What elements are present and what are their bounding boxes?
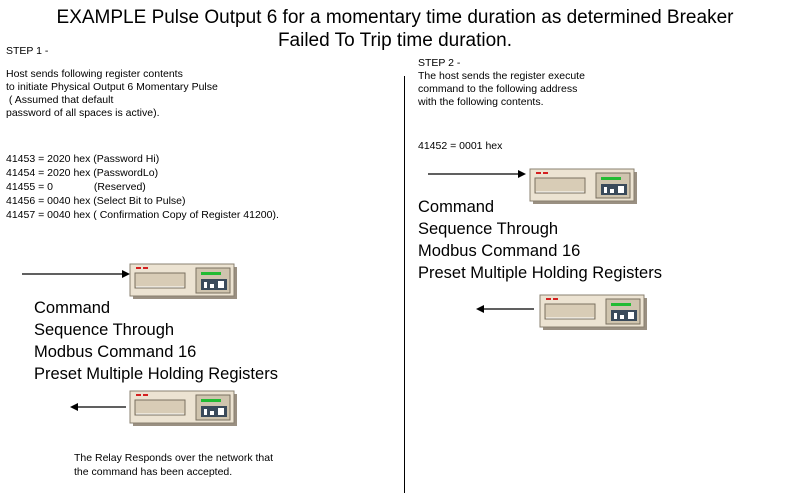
- title-line-2: Failed To Trip time duration.: [277, 30, 513, 51]
- step1-intro-line: Host sends following register contents: [6, 68, 183, 80]
- relay-device-icon: [539, 294, 647, 330]
- register-line: 41457 = 0040 hex ( Confirmation Copy of …: [6, 209, 279, 221]
- step1-intro-line: ( Assumed that default: [6, 94, 114, 106]
- arrow-left-icon: [476, 305, 534, 313]
- step1-register-list: 41453 = 2020 hex (Password Hi) 41454 = 2…: [6, 152, 279, 222]
- step-divider: [404, 76, 405, 493]
- step2-register: 41452 = 0001 hex: [418, 140, 503, 152]
- command-line: Command: [418, 198, 495, 216]
- register-line: 41453 = 2020 hex (Password Hi): [6, 153, 160, 165]
- command-line: Sequence Through: [34, 321, 175, 339]
- register-line: 41456 = 0040 hex (Select Bit to Pulse): [6, 195, 186, 207]
- title-line-1: EXAMPLE Pulse Output 6 for a momentary t…: [56, 7, 734, 28]
- step2-intro-line: The host sends the register execute: [418, 70, 585, 82]
- step2-intro-line: with the following contents.: [418, 96, 544, 108]
- step1-heading: STEP 1 -: [6, 45, 49, 57]
- relay-device-icon: [129, 390, 237, 426]
- command-line: Sequence Through: [418, 220, 559, 238]
- relay-device-icon: [129, 263, 237, 299]
- arrow-right-icon: [428, 170, 526, 178]
- command-line: Modbus Command 16: [34, 343, 197, 361]
- register-line: 41454 = 2020 hex (PasswordLo): [6, 167, 159, 179]
- arrow-right-icon: [22, 270, 130, 278]
- diagram-title: EXAMPLE Pulse Output 6 for a momentary t…: [0, 6, 790, 52]
- step2-intro: The host sends the register execute comm…: [418, 70, 585, 109]
- step1-response-text: The Relay Responds over the network that…: [74, 451, 273, 479]
- response-line: The Relay Responds over the network that: [74, 452, 274, 464]
- step1-intro: Host sends following register contents t…: [6, 68, 218, 120]
- register-line: 41455 = 0 (Reserved): [6, 181, 146, 193]
- command-line: Modbus Command 16: [418, 242, 581, 260]
- relay-device-icon: [529, 168, 637, 204]
- command-line: Command: [34, 299, 111, 317]
- command-line: Preset Multiple Holding Registers: [418, 264, 662, 282]
- step1-intro-line: to initiate Physical Output 6 Momentary …: [6, 81, 218, 93]
- step1-intro-line: password of all spaces is active).: [6, 107, 160, 119]
- command-line: Preset Multiple Holding Registers: [34, 365, 278, 383]
- response-line: the command has been accepted.: [74, 466, 233, 478]
- arrow-left-icon: [70, 403, 126, 411]
- step1-command-text: Command Sequence Through Modbus Command …: [34, 297, 278, 385]
- step2-intro-line: command to the following address: [418, 83, 578, 95]
- step2-command-text: Command Sequence Through Modbus Command …: [418, 196, 662, 284]
- step2-heading: STEP 2 -: [418, 57, 461, 69]
